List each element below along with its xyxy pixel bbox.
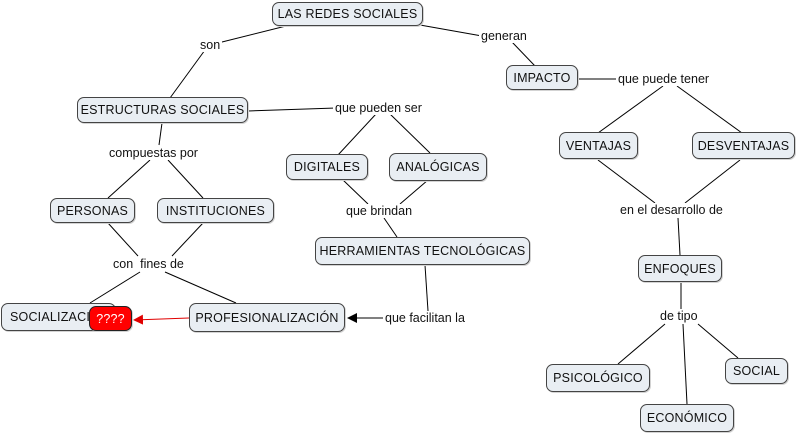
link-label-en-el-desarrollo-de: en el desarrollo de xyxy=(618,203,725,217)
edge-detipo-psicologico xyxy=(617,323,666,365)
edge-compuestas-instituciones xyxy=(167,159,204,199)
edge-ventajas-desarrollo xyxy=(597,159,656,204)
edge-root-generan xyxy=(419,24,483,37)
edge-son-estructuras xyxy=(169,49,206,99)
node-personas[interactable]: PERSONAS xyxy=(50,198,135,223)
link-label-son: son xyxy=(198,38,223,52)
edge-desventajas-desarrollo xyxy=(684,159,741,204)
edge-analogicas-quebrindan xyxy=(399,179,429,205)
edge-confines-socializacion xyxy=(89,271,141,304)
edge-estructuras-quepuedenser xyxy=(247,107,337,112)
edge-desarrollo-enfoques xyxy=(677,217,681,256)
node-economico[interactable]: ECONÓMICO xyxy=(640,404,734,432)
edge-generan-impacto xyxy=(511,41,536,67)
link-label-generan: generan xyxy=(479,29,529,43)
node-ventajas[interactable]: VENTAJAS xyxy=(559,132,638,159)
link-label-que-puede-tener: que puede tener xyxy=(616,72,712,86)
node-psicologico[interactable]: PSICOLÓGICO xyxy=(546,364,650,392)
link-label-de-tipo: de tipo xyxy=(658,309,700,323)
node-las-redes-sociales[interactable]: LAS REDES SOCIALES xyxy=(272,2,423,26)
edge-instituciones-confines xyxy=(171,222,204,257)
node-instituciones[interactable]: INSTITUCIONES xyxy=(157,198,274,223)
edge-detipo-economico xyxy=(682,323,688,405)
link-label-que-brindan: que brindan xyxy=(344,204,415,218)
edge-quepuede-desventajas xyxy=(676,85,743,134)
link-label-que-pueden-ser: que pueden ser xyxy=(333,101,424,115)
node-herramientas-tecnologicas[interactable]: HERRAMIENTAS TECNOLÓGICAS xyxy=(315,237,530,265)
node-unknown[interactable]: ???? xyxy=(89,306,132,331)
edge-compuestas-personas xyxy=(107,159,151,199)
edge-personas-confines xyxy=(107,222,139,257)
edge-quepuedenser-analogicas xyxy=(389,113,431,154)
edge-quepuede-ventajas xyxy=(597,85,664,134)
link-label-compuestas-por: compuestas por xyxy=(107,146,200,160)
edge-estructuras-compuestas xyxy=(158,122,163,146)
node-digitales[interactable]: DIGITALES xyxy=(286,154,368,180)
link-label-con-fines-de: con fines de xyxy=(111,257,186,271)
node-social[interactable]: SOCIAL xyxy=(725,358,788,384)
edge-confines-profesionalizacion xyxy=(164,271,237,304)
link-label-que-facilitan-la: que facilitan la xyxy=(383,311,467,325)
node-enfoques[interactable]: ENFOQUES xyxy=(638,255,722,282)
node-impacto[interactable]: IMPACTO xyxy=(506,65,578,90)
node-analogicas[interactable]: ANALÓGICAS xyxy=(389,153,487,181)
edge-digitales-quebrindan xyxy=(342,179,369,205)
node-estructuras-sociales[interactable]: ESTRUCTURAS SOCIALES xyxy=(77,97,248,123)
node-profesionalizacion[interactable]: PROFESIONALIZACIÓN xyxy=(189,303,345,332)
edge-quepuedenser-digitales xyxy=(337,113,377,156)
edge-profesionalizacion-unknown xyxy=(133,314,190,325)
edge-root-son xyxy=(209,24,291,46)
edge-herramientas-quefacilitan xyxy=(424,264,429,312)
node-desventajas[interactable]: DESVENTAJAS xyxy=(692,132,795,159)
edge-detipo-social xyxy=(697,323,739,359)
edge-quebrindan-herramientas xyxy=(383,217,398,238)
